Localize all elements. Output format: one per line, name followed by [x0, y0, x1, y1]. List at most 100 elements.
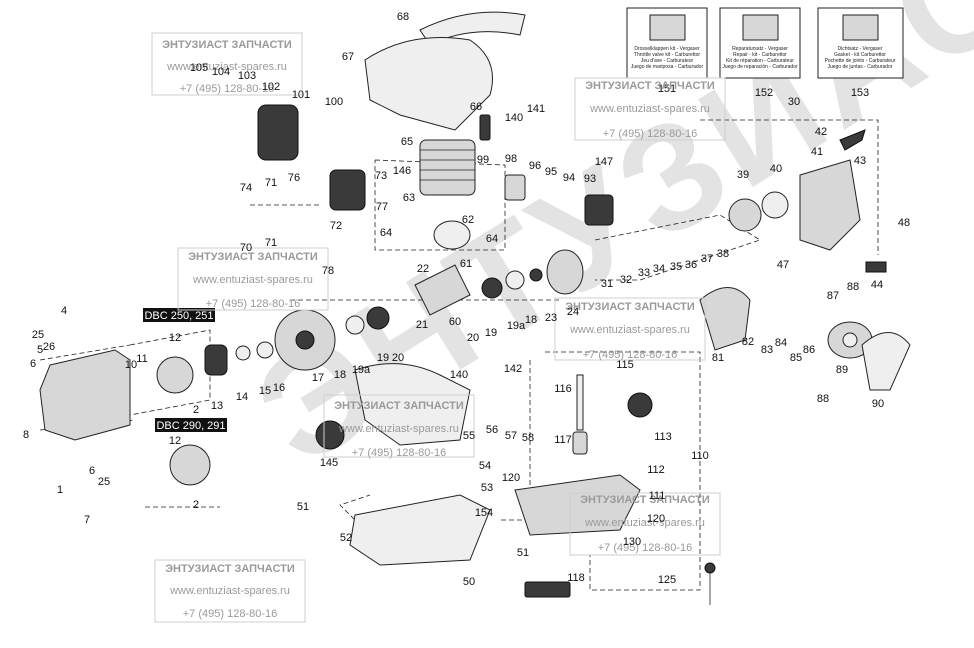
part-number-94[interactable]: 94: [563, 172, 575, 184]
part-number-73[interactable]: 73: [375, 170, 387, 182]
part-number-43[interactable]: 43: [854, 155, 866, 167]
kit-box-152[interactable]: Reparatursatz - Vergaser Repair - kit - …: [719, 7, 801, 99]
part-number-120[interactable]: 120: [647, 513, 665, 525]
part-number-140[interactable]: 140: [505, 112, 523, 124]
part-number-12[interactable]: 12: [169, 332, 181, 344]
part-number-60[interactable]: 60: [449, 316, 461, 328]
part-number-21[interactable]: 21: [416, 319, 428, 331]
part-number-19a[interactable]: 19a: [352, 364, 371, 376]
part-number-11[interactable]: 11: [136, 353, 147, 365]
part-number-23[interactable]: 23: [545, 312, 557, 324]
part-number-99[interactable]: 99: [477, 154, 489, 166]
part-number-35[interactable]: 35: [670, 261, 682, 273]
part-number-63[interactable]: 63: [403, 192, 415, 204]
part-number-47[interactable]: 47: [777, 259, 789, 271]
part-number-111[interactable]: 111: [649, 490, 666, 502]
part-number-58[interactable]: 58: [522, 432, 534, 444]
part-number-70[interactable]: 70: [240, 242, 252, 254]
part-number-20[interactable]: 20: [467, 332, 479, 344]
part-number-95[interactable]: 95: [545, 166, 557, 178]
part-number-48[interactable]: 48: [898, 217, 910, 229]
part-number-118[interactable]: 118: [567, 572, 585, 584]
part-number-30[interactable]: 30: [788, 96, 800, 108]
part-number-104[interactable]: 104: [212, 66, 230, 78]
part-number-24[interactable]: 24: [567, 306, 579, 318]
part-number-72[interactable]: 72: [330, 220, 342, 232]
part-number-56[interactable]: 56: [486, 424, 498, 436]
part-number-103[interactable]: 103: [238, 70, 256, 82]
part-number-15[interactable]: 15: [259, 385, 271, 397]
part-number-39[interactable]: 39: [737, 169, 749, 181]
part-number-26[interactable]: 26: [43, 341, 55, 353]
part-number-84[interactable]: 84: [775, 337, 787, 349]
part-number-116[interactable]: 116: [554, 383, 572, 395]
part-number-19[interactable]: 19: [377, 352, 389, 364]
part-number-142[interactable]: 142: [504, 363, 522, 375]
part-number-76[interactable]: 76: [288, 172, 300, 184]
part-number-6[interactable]: 6: [89, 465, 95, 477]
part-number-10[interactable]: 10: [125, 359, 137, 371]
part-number-44[interactable]: 44: [871, 279, 883, 291]
part-number-102[interactable]: 102: [262, 81, 280, 93]
kit-box-151[interactable]: Drosselklappen kit - Vergaser Throttle v…: [626, 7, 708, 95]
part-number-25[interactable]: 25: [32, 329, 44, 341]
part-number-7[interactable]: 7: [84, 514, 90, 526]
part-number-82[interactable]: 82: [742, 336, 754, 348]
part-number-81[interactable]: 81: [712, 352, 724, 364]
part-number-33[interactable]: 33: [638, 267, 650, 279]
part-number-117[interactable]: 117: [554, 434, 572, 446]
part-number-67[interactable]: 67: [342, 51, 354, 63]
part-number-12[interactable]: 12: [169, 435, 181, 447]
part-number-40[interactable]: 40: [770, 163, 782, 175]
part-number-71[interactable]: 71: [265, 177, 277, 189]
part-number-14[interactable]: 14: [236, 391, 248, 403]
part-number-87[interactable]: 87: [827, 290, 839, 302]
part-number-54[interactable]: 54: [479, 460, 491, 472]
part-number-93[interactable]: 93: [584, 173, 596, 185]
part-number-65[interactable]: 65: [401, 136, 413, 148]
part-number-52[interactable]: 52: [340, 532, 352, 544]
part-number-4[interactable]: 4: [61, 305, 67, 317]
part-number-74[interactable]: 74: [240, 182, 252, 194]
kit-box-153[interactable]: Dichtsatz - Vergaser Gasket - kit Carbur…: [817, 7, 904, 99]
part-number-41[interactable]: 41: [811, 146, 823, 158]
part-number-31[interactable]: 31: [601, 278, 613, 290]
part-number-38[interactable]: 38: [717, 248, 729, 260]
part-number-34[interactable]: 34: [653, 263, 665, 275]
part-number-55[interactable]: 55: [463, 430, 475, 442]
part-number-6[interactable]: 6: [30, 358, 36, 370]
part-number-51[interactable]: 51: [517, 547, 529, 559]
part-number-86[interactable]: 86: [803, 344, 815, 356]
part-number-88[interactable]: 88: [817, 393, 829, 405]
part-number-146[interactable]: 146: [393, 165, 411, 177]
part-number-50[interactable]: 50: [463, 576, 475, 588]
part-number-1[interactable]: 1: [57, 484, 63, 496]
part-number-17[interactable]: 17: [312, 372, 324, 384]
part-number-53[interactable]: 53: [481, 482, 493, 494]
part-number-62[interactable]: 62: [462, 214, 474, 226]
part-number-66[interactable]: 66: [470, 101, 482, 113]
part-number-145[interactable]: 145: [320, 457, 338, 469]
part-number-5[interactable]: 5: [37, 344, 43, 356]
part-number-71[interactable]: 71: [265, 237, 277, 249]
part-number-77[interactable]: 77: [376, 201, 388, 213]
part-number-18[interactable]: 18: [334, 369, 346, 381]
part-number-105[interactable]: 105: [190, 62, 208, 74]
part-number-64[interactable]: 64: [380, 227, 392, 239]
part-number-36[interactable]: 36: [685, 259, 697, 271]
part-number-120[interactable]: 120: [502, 472, 520, 484]
part-number-154[interactable]: 154: [475, 507, 493, 519]
part-number-112[interactable]: 112: [647, 464, 665, 476]
part-number-100[interactable]: 100: [325, 96, 343, 108]
part-number-64[interactable]: 64: [486, 233, 498, 245]
part-number-90[interactable]: 90: [872, 398, 884, 410]
part-number-125[interactable]: 125: [658, 574, 676, 586]
part-number-19[interactable]: 19: [485, 327, 497, 339]
part-number-113[interactable]: 113: [654, 431, 672, 443]
part-number-68[interactable]: 68: [397, 11, 409, 23]
part-number-85[interactable]: 85: [790, 352, 802, 364]
part-number-32[interactable]: 32: [620, 274, 632, 286]
part-number-57[interactable]: 57: [505, 430, 517, 442]
part-number-20[interactable]: 20: [392, 352, 404, 364]
part-number-2[interactable]: 2: [193, 404, 199, 416]
